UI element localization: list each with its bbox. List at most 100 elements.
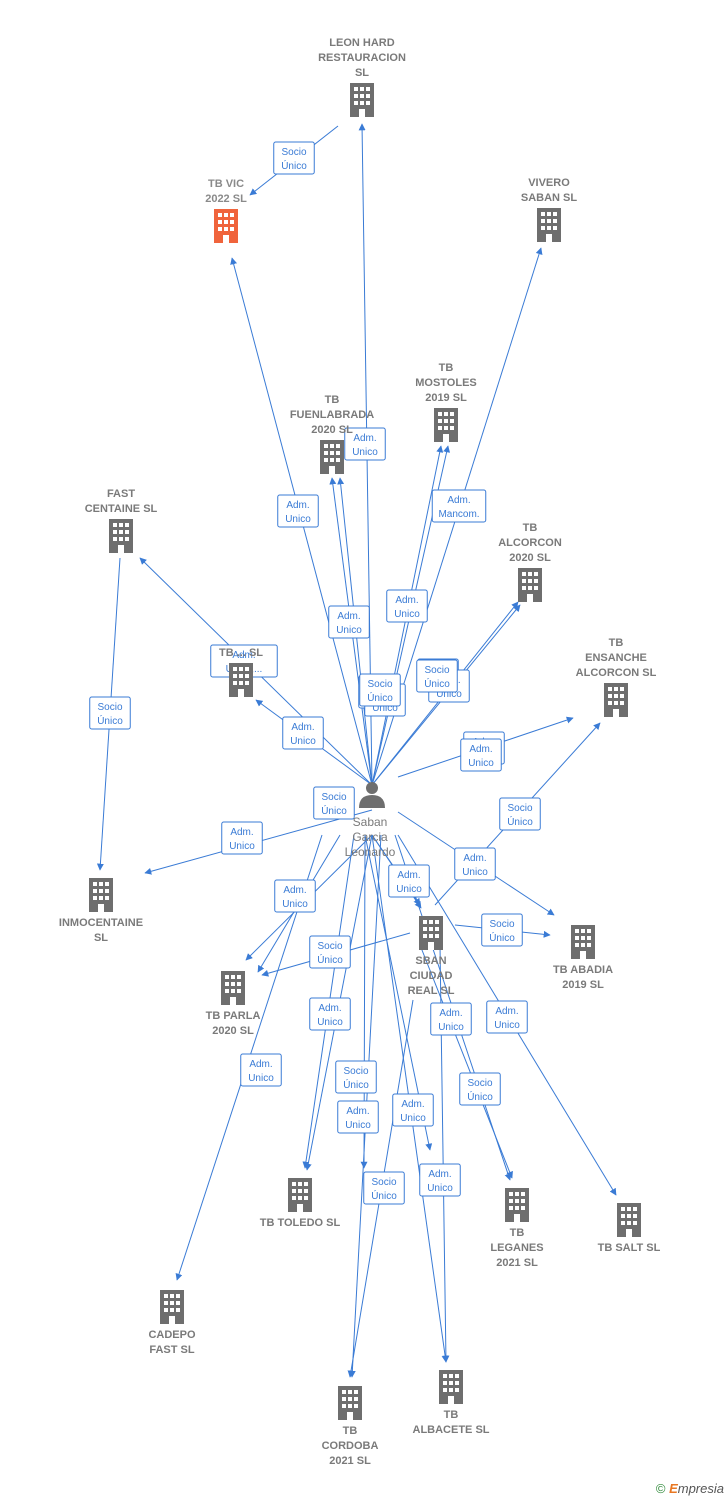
company-node-albacete[interactable]: TB ALBACETE SL	[413, 1370, 490, 1436]
edge-label-box	[282, 716, 324, 750]
edge-label-box	[386, 589, 428, 623]
edge-label-box	[274, 879, 316, 913]
person-name: Saban	[353, 815, 388, 829]
company-name: CENTAINE SL	[85, 503, 158, 515]
edge-label[interactable]: Adm.Unico	[419, 1163, 461, 1197]
edge-label-text: Unico	[494, 1020, 520, 1031]
building-icon	[320, 440, 344, 474]
edge-label-text: Socio	[281, 147, 306, 158]
person-icon-head	[366, 782, 378, 794]
edge-label-text: Adm.	[469, 744, 492, 755]
edge-label[interactable]: Adm.Unico	[277, 494, 319, 528]
edge-label-text: Unico	[290, 736, 316, 747]
edge-label[interactable]: Adm.Unico	[392, 1093, 434, 1127]
company-name: 2020 SL	[311, 424, 353, 436]
company-name: ENSANCHE	[585, 652, 647, 664]
company-name: TB VIC	[208, 178, 244, 190]
edge-label-box	[430, 1002, 472, 1036]
edge-label-box	[359, 673, 401, 707]
person-name: Garcia	[352, 830, 388, 844]
edge-label-box	[419, 1163, 461, 1197]
edge-label-text: Socio	[424, 665, 449, 676]
edge-label-text: Único	[97, 714, 123, 727]
building-icon	[419, 916, 443, 950]
company-name: 2019 SL	[562, 979, 604, 991]
edge-label-text: Adm.	[249, 1059, 272, 1070]
edge-label-box	[273, 141, 315, 175]
edge-label-text: Unico	[345, 1120, 371, 1131]
edge-label[interactable]: Adm. Unico	[486, 1000, 528, 1034]
edge-label[interactable]: Adm.Unico	[388, 864, 430, 898]
edge-label-text: Unico	[438, 1022, 464, 1033]
company-name: REAL SL	[408, 985, 455, 997]
edge-label[interactable]: Adm.Unico	[309, 997, 351, 1031]
company-node-salt[interactable]: TB SALT SL	[598, 1203, 661, 1254]
edge-label-box	[499, 797, 541, 831]
company-name: ALCORCON	[498, 537, 562, 549]
edge-label[interactable]: Adm.Unico	[337, 1100, 379, 1134]
edge-label-text: Adm.	[495, 1006, 518, 1017]
edge-label[interactable]: Adm.Unico	[460, 738, 502, 772]
building-icon	[439, 1370, 463, 1404]
edge-label[interactable]: Adm.Unico	[328, 605, 370, 639]
edge-label-box	[335, 1060, 377, 1094]
company-node-toledo[interactable]: TB TOLEDO SL	[260, 1178, 341, 1229]
edge-label[interactable]: Adm.Unico	[430, 1002, 472, 1036]
edge-label-box	[344, 427, 386, 461]
brand-logo[interactable]: Empresia	[669, 1481, 724, 1496]
edge-label-text: Adm.	[291, 722, 314, 733]
company-name: 2022 SL	[205, 193, 247, 205]
company-node-tbvic[interactable]: TB VIC 2022 SL	[205, 178, 247, 243]
edge-label[interactable]: Adm.Unico	[454, 847, 496, 881]
edge-label[interactable]: Adm.Unico	[386, 589, 428, 623]
edge-label[interactable]: Adm.Unico	[221, 821, 263, 855]
building-icon	[571, 925, 595, 959]
company-name: VIVERO	[528, 177, 570, 189]
edge-label[interactable]: Adm. Unico	[282, 716, 324, 750]
edge-label-text: Socio	[489, 919, 514, 930]
edge-label[interactable]: Adm.Unico	[344, 427, 386, 461]
company-name: TB	[343, 1425, 358, 1437]
edge-label-text: Unico	[400, 1113, 426, 1124]
company-name: TB	[609, 637, 624, 649]
edge-label-text: Unico	[248, 1073, 274, 1084]
edge-label-text: Único	[424, 677, 450, 690]
company-name: TB ... SL	[219, 647, 263, 659]
edge-label-text: Socio	[507, 803, 532, 814]
company-name: TB	[444, 1409, 459, 1421]
edge-label[interactable]: Adm.Unico	[274, 879, 316, 913]
edge-label[interactable]: Adm. Unico	[240, 1053, 282, 1087]
company-node-tbx[interactable]: TB ... SL	[219, 647, 263, 697]
edge-label[interactable]: Adm.Mancom.	[431, 489, 487, 523]
company-name: ALBACETE SL	[413, 1424, 490, 1436]
edge-label-text: Unico	[436, 689, 462, 700]
edges-layer	[96, 123, 617, 1378]
